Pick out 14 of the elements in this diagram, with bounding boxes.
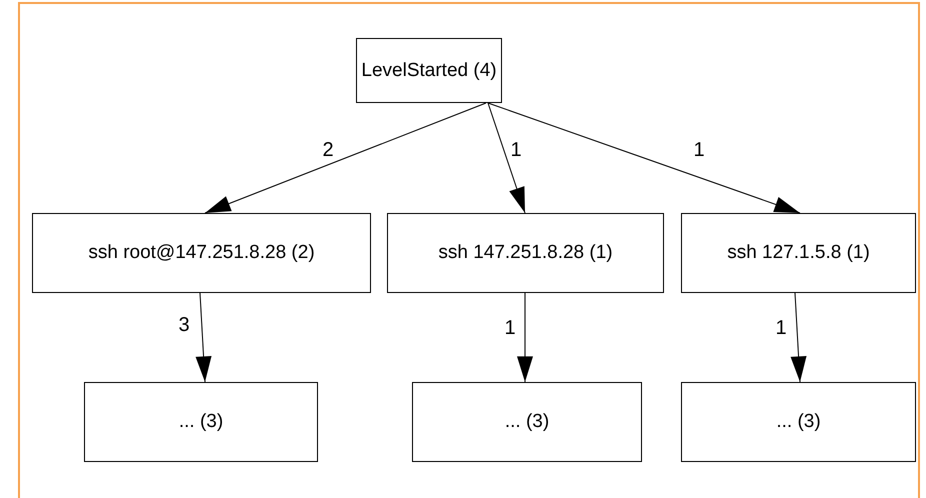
node-label: ... (3) [504, 411, 550, 433]
node-label: ... (3) [178, 411, 224, 433]
node-label: ssh root@147.251.8.28 (2) [88, 242, 315, 264]
node-label: ... (3) [776, 411, 821, 433]
process-box [387, 213, 664, 293]
process-box [412, 382, 642, 462]
process-box [84, 382, 318, 462]
process-box [681, 382, 916, 462]
node-label: ssh 127.1.5.8 (1) [727, 242, 870, 264]
process-box [681, 213, 916, 293]
process-box [32, 213, 371, 293]
node-label: ssh 147.251.8.28 (1) [438, 242, 613, 264]
process-box [356, 38, 502, 103]
node-label: LevelStarted (4) [361, 60, 497, 82]
